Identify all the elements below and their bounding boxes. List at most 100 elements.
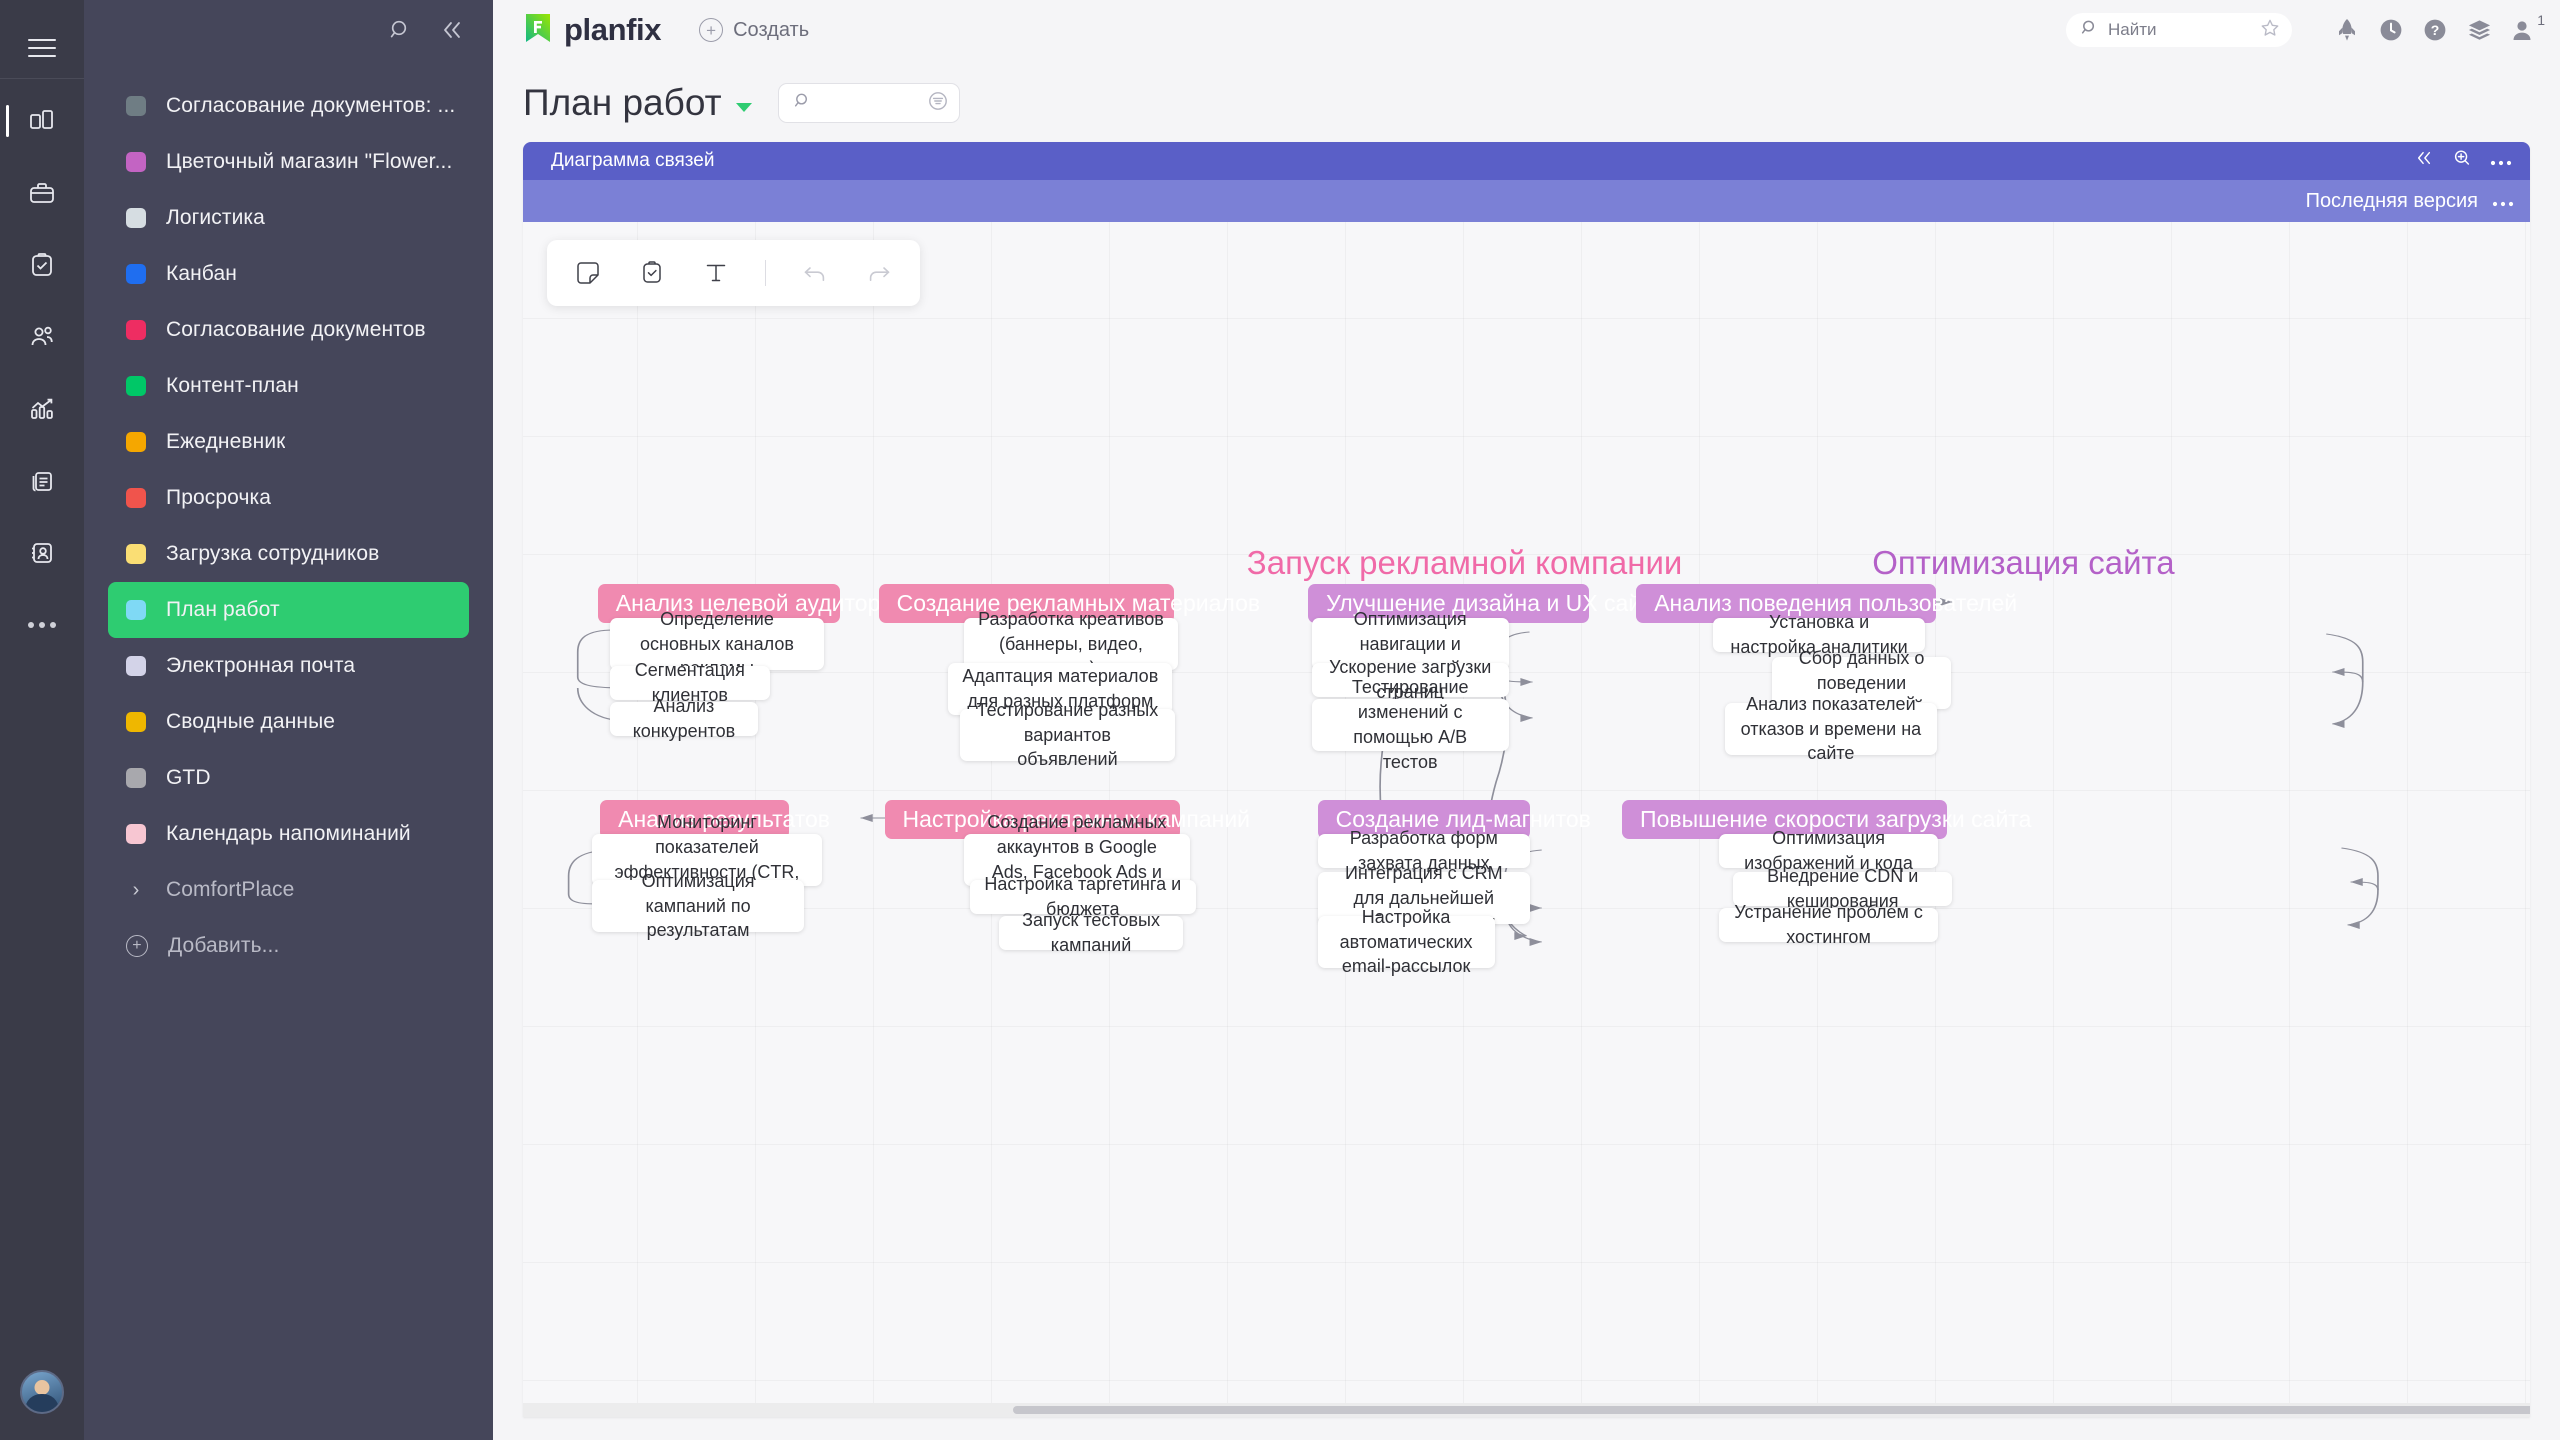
rail-item-briefcase[interactable] xyxy=(0,157,84,229)
create-button[interactable]: + Создать xyxy=(699,18,809,42)
node-leaf-n2-0[interactable]: Разработка креативов (баннеры, видео, те… xyxy=(963,609,1179,678)
help-question-icon[interactable]: ? xyxy=(2422,17,2448,43)
sidebar-item-5[interactable]: Контент-план xyxy=(108,358,469,414)
collapse-left-icon[interactable] xyxy=(437,15,467,45)
diagram-canvas[interactable]: Запуск рекламной компании Оптимизация сай… xyxy=(523,222,2530,1417)
node-leaf-n3-0[interactable]: Мониторинг показателей эффективности (CT… xyxy=(591,812,822,907)
collapse-left-icon[interactable] xyxy=(2414,150,2434,172)
sidebar-item-13[interactable]: Календарь напоминаний xyxy=(108,806,469,862)
section-title-1: Оптимизация сайта xyxy=(1872,544,2175,581)
sidebar-item-7[interactable]: Просрочка xyxy=(108,470,469,526)
sidebar-item-10[interactable]: Электронная почта xyxy=(108,638,469,694)
node-leaf-n7-2[interactable]: Настройка автоматических email-рассылок xyxy=(1317,907,1495,976)
text-tool-icon[interactable] xyxy=(699,256,733,290)
sidebar-item-14[interactable]: › ComfortPlace xyxy=(108,862,469,918)
sidebar-item-0[interactable]: Согласование документов: ... xyxy=(108,78,469,134)
more-dots-icon[interactable] xyxy=(2490,150,2512,172)
undo-icon[interactable] xyxy=(798,256,832,290)
caret-down-icon[interactable] xyxy=(735,102,752,112)
sidebar-item-label: Согласование документов xyxy=(166,318,426,341)
sidebar-item-6[interactable]: Ежедневник xyxy=(108,414,469,470)
project-color-swatch xyxy=(126,712,146,732)
canvas-inner: Запуск рекламной компании Оптимизация сай… xyxy=(523,222,2530,1417)
search-icon[interactable] xyxy=(385,15,415,45)
node-leaf-n8-0[interactable]: Оптимизация изображений и кода xyxy=(1718,828,1939,873)
more-dots-icon[interactable] xyxy=(2492,190,2514,213)
section-title-0: Запуск рекламной компании xyxy=(1246,544,1683,581)
node-leaf-n7-0[interactable]: Разработка форм захвата данных xyxy=(1317,828,1530,873)
search-input[interactable]: Найти xyxy=(2108,20,2157,39)
icon-rail xyxy=(0,0,84,1440)
node-leaf-n4-1[interactable]: Настройка таргетинга и бюджета xyxy=(969,874,1197,919)
node-header-n2[interactable]: Создание рекламных материалов xyxy=(878,584,1260,623)
sidebar-item-label: Согласование документов: ... xyxy=(166,94,456,117)
node-leaf-n6-2[interactable]: Анализ показателей отказов и времени на … xyxy=(1724,694,1938,763)
hamburger-menu-icon[interactable] xyxy=(0,18,84,78)
node-leaf-n2-2[interactable]: Тестирование разных вариантов объявлений xyxy=(960,700,1175,769)
brand[interactable]: planfix xyxy=(523,12,662,49)
sidebar-item-label: Контент-план xyxy=(166,374,299,397)
horizontal-scrollbar[interactable] xyxy=(523,1403,2530,1417)
node-leaf-n8-1[interactable]: Внедрение CDN и кеширования xyxy=(1732,866,1953,911)
rail-item-contact-card[interactable] xyxy=(0,517,84,589)
sidebar-item-2[interactable]: Логистика xyxy=(108,190,469,246)
sidebar-item-15[interactable]: +Добавить... xyxy=(108,918,469,974)
avatar[interactable] xyxy=(20,1370,64,1414)
filter-icon[interactable] xyxy=(927,90,949,117)
node-leaf-n4-0[interactable]: Создание рекламных аккаунтов в Google Ad… xyxy=(963,812,1191,907)
rail-item-tasks[interactable] xyxy=(0,229,84,301)
sidebar-item-4[interactable]: Согласование документов xyxy=(108,302,469,358)
contacts-people-icon xyxy=(26,321,58,353)
chevron-right-icon[interactable]: › xyxy=(132,878,140,901)
sticky-note-icon[interactable] xyxy=(571,256,605,290)
task-clipboard-icon[interactable] xyxy=(635,256,669,290)
version-label: Последняя версия xyxy=(2305,189,2478,212)
rail-item-analytics[interactable] xyxy=(0,373,84,445)
rocket-icon[interactable] xyxy=(2334,17,2360,43)
node-header-n8[interactable]: Повышение скорости загрузки сайта xyxy=(1622,800,2031,839)
sidebar-item-label: План работ xyxy=(166,598,280,621)
node-leaf-n5-1[interactable]: Ускорение загрузки страниц xyxy=(1311,657,1509,702)
node-header-n6[interactable]: Анализ поведения пользователей xyxy=(1636,584,2017,623)
node-header-n4[interactable]: Настройка рекламных кампаний xyxy=(884,800,1250,839)
sidebar-item-label: Загрузка сотрудников xyxy=(166,542,380,565)
node-leaf-n4-2[interactable]: Запуск тестовых кампаний xyxy=(999,910,1184,955)
node-header-n5[interactable]: Улучшение дизайна и UX сайта xyxy=(1308,584,1664,623)
rail-item-projects[interactable] xyxy=(0,85,84,157)
panel-subheader: Последняя версия xyxy=(523,180,2530,222)
search-icon xyxy=(2080,18,2099,42)
sidebar-item-9[interactable]: План работ xyxy=(108,582,469,638)
rail-more-icon[interactable] xyxy=(0,589,84,661)
rail-item-documents[interactable] xyxy=(0,445,84,517)
sidebar-item-label: ComfortPlace xyxy=(166,878,295,901)
zoom-in-icon[interactable] xyxy=(2452,148,2472,174)
layers-icon[interactable] xyxy=(2466,17,2492,43)
node-leaf-n5-2[interactable]: Тестирование изменений с помощью A/B тес… xyxy=(1311,677,1509,772)
clock-icon[interactable] xyxy=(2378,17,2404,43)
node-header-n1[interactable]: Анализ целевой аудитории xyxy=(597,584,906,623)
sidebar-item-11[interactable]: Сводные данные xyxy=(108,694,469,750)
sidebar-item-3[interactable]: Канбан xyxy=(108,246,469,302)
rail-item-contacts[interactable] xyxy=(0,301,84,373)
node-leaf-n1-2[interactable]: Анализ конкурентов xyxy=(609,696,759,741)
sidebar-item-1[interactable]: Цветочный магазин "Flower... xyxy=(108,134,469,190)
sidebar-item-12[interactable]: GTD xyxy=(108,750,469,806)
project-color-swatch xyxy=(126,432,146,452)
star-icon[interactable] xyxy=(2260,18,2280,43)
main-area: planfix + Создать Найти xyxy=(493,0,2560,1440)
node-leaf-n1-1[interactable]: Сегментация клиентов xyxy=(609,660,771,705)
node-leaf-n2-1[interactable]: Адаптация материалов для разных платформ xyxy=(948,663,1173,715)
panel-header: Диаграмма связей xyxy=(523,142,2530,180)
node-leaf-n8-2[interactable]: Устранение проблем с хостингом xyxy=(1718,902,1939,947)
page-search[interactable] xyxy=(777,83,960,123)
node-leaf-n3-1[interactable]: Оптимизация кампаний по результатам xyxy=(591,871,805,940)
user-account-icon[interactable]: 1 xyxy=(2510,12,2545,43)
panel-title: Диаграмма связей xyxy=(551,150,715,171)
node-header-n7[interactable]: Создание лид-магнитов xyxy=(1317,800,1591,839)
page-title: План работ xyxy=(523,82,722,123)
redo-icon[interactable] xyxy=(862,256,896,290)
global-search[interactable]: Найти xyxy=(2066,13,2292,47)
scrollbar-thumb[interactable] xyxy=(1013,1406,2530,1414)
sidebar-item-8[interactable]: Загрузка сотрудников xyxy=(108,526,469,582)
avatar-body xyxy=(25,1394,59,1412)
